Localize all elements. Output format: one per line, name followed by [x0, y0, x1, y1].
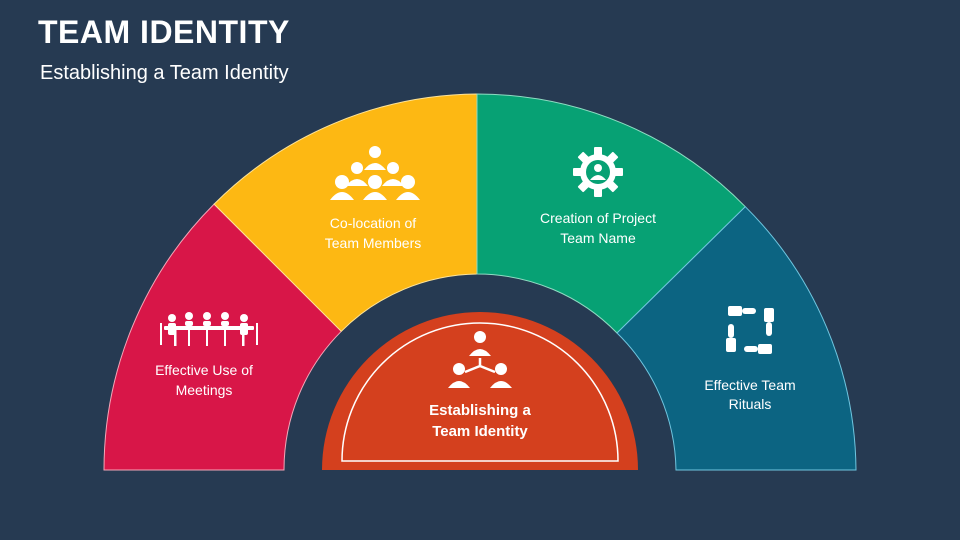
segment-meetings-label-line2: Meetings [176, 382, 233, 398]
segment-rituals: Effective Team Rituals [616, 205, 857, 471]
gear-person-icon [573, 147, 623, 197]
hands-together-icon [726, 306, 774, 354]
page-title: TEAM IDENTITY [38, 14, 290, 50]
team-group-icon [330, 146, 420, 200]
page-subtitle: Establishing a Team Identity [40, 62, 289, 84]
segment-colocation-label-line2: Team Members [325, 235, 421, 251]
segment-rituals-label-line1: Effective Team [704, 377, 795, 393]
center-label-line2: Team Identity [432, 423, 528, 440]
segment-rituals-label-line2: Rituals [729, 396, 772, 412]
center-hub: Establishing a Team Identity [322, 312, 638, 470]
segment-colocation-label-line1: Co-location of [330, 215, 416, 231]
segment-meetings-label-line1: Effective Use of [155, 362, 253, 378]
segment-project-name-label-line1: Creation of Project [540, 210, 656, 226]
meeting-table-icon [160, 312, 258, 346]
center-hub-inner-outline [341, 322, 619, 462]
segment-project-name-label-line2: Team Name [560, 230, 636, 246]
segment-meetings: Effective Use of Meetings [103, 203, 343, 471]
segment-colocation-shape [213, 93, 478, 333]
segment-meetings-shape [103, 203, 343, 471]
team-hierarchy-icon [448, 331, 512, 388]
center-label-line1: Establishing a [429, 402, 531, 419]
segment-rituals-shape [616, 205, 857, 471]
segment-project-name-shape [476, 93, 747, 334]
segment-project-name: Creation of Project Team Name [476, 93, 747, 334]
center-hub-shape [322, 312, 638, 470]
segment-colocation: Co-location of Team Members [213, 93, 478, 333]
